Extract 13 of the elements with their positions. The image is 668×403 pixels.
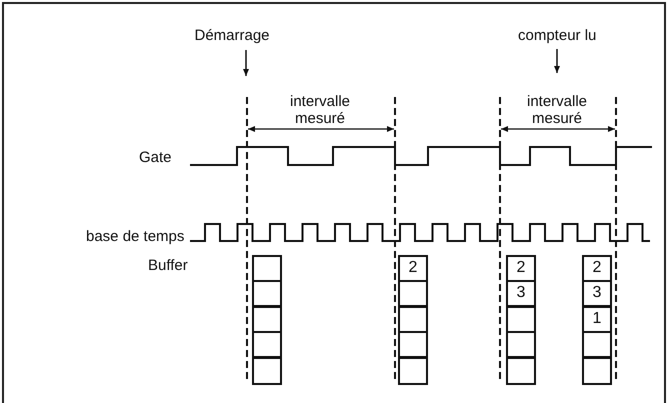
buffer-value-cell: 1: [582, 306, 612, 333]
signal-label: Buffer: [148, 257, 188, 274]
buffer-value-cell: 3: [506, 280, 536, 307]
event-label: Démarrage: [194, 27, 270, 44]
event-label: compteur lu: [518, 27, 596, 44]
buffer-value-cell: 3: [582, 280, 612, 307]
signal-label: base de temps: [86, 228, 184, 245]
buffer-value-cell: 2: [506, 255, 536, 282]
buffer-value-cell: 2: [398, 255, 428, 282]
signal-label: Gate: [139, 149, 172, 166]
interval-label: intervalle mesuré: [526, 93, 588, 127]
interval-label: intervalle mesuré: [288, 93, 352, 127]
buffer-value-cell: 2: [582, 255, 612, 282]
